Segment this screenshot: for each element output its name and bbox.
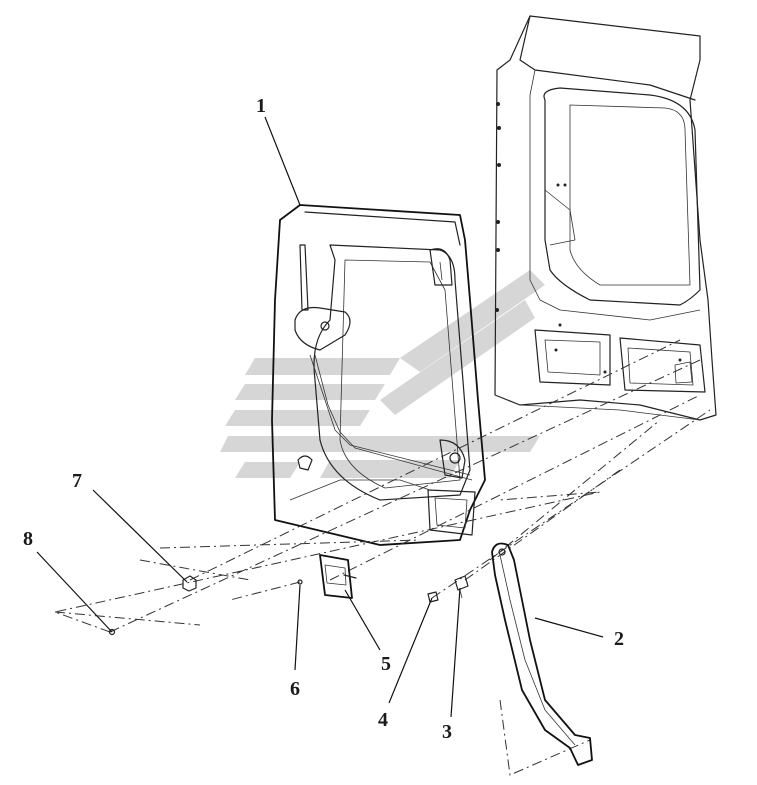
callout-3: 3 [442,721,452,743]
latch-bracket-5 [319,554,357,599]
door-trim-panel [271,204,486,546]
cab-door-frame [494,15,717,421]
callout-5: 5 [381,653,391,675]
callout-4: 4 [378,709,388,731]
screw-part-4 [427,591,439,603]
callout-1: 1 [256,95,266,117]
grab-handle [491,542,593,766]
bolt-part-3 [454,575,469,599]
leader-lines [36,116,604,718]
callout-8: 8 [23,528,33,550]
callout-6: 6 [290,678,300,700]
clip-part-8 [108,628,116,636]
callout-2: 2 [614,628,624,650]
callout-7: 7 [72,470,82,492]
nut-part-7 [182,575,197,592]
alignment-lines [53,339,711,776]
screw-part-6 [297,579,303,585]
callout-labels: 1 2 3 4 5 6 7 8 [23,95,624,743]
watermark-logo [220,270,545,478]
